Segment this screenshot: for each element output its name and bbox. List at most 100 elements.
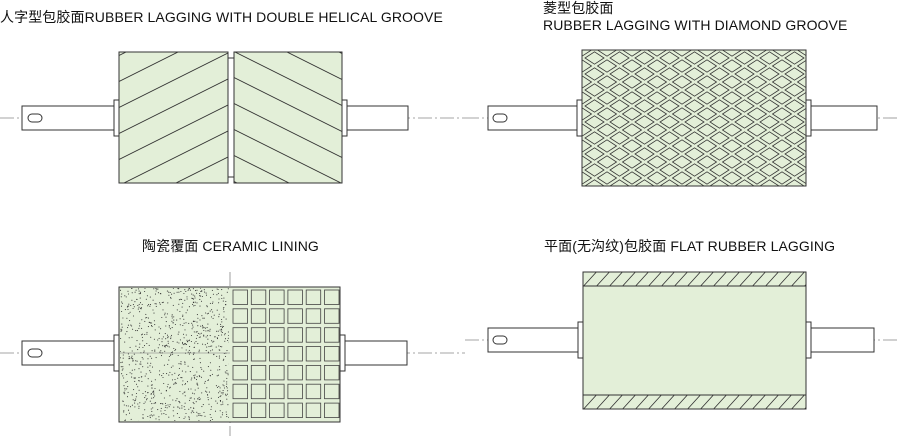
ceramic-tile [250, 346, 267, 362]
diamond-cell [784, 83, 805, 97]
ceramic-tile [324, 289, 340, 305]
diamond-cell [560, 180, 579, 192]
diamond-cell [785, 36, 804, 48]
diamond-cell [582, 155, 593, 169]
shell [118, 286, 341, 423]
diamond-cell [810, 132, 829, 144]
diamond-cell [771, 91, 793, 105]
diamond-cell [709, 115, 730, 129]
diamond-cell [684, 179, 705, 186]
diamond-cell [560, 52, 579, 64]
hub-right [339, 334, 346, 372]
ceramic-tile [287, 364, 303, 381]
diamond-cell [623, 188, 642, 200]
diamond-cell [671, 139, 693, 153]
ceramic-tile [232, 402, 248, 419]
diamond-cell [610, 36, 629, 48]
shell-left-half [118, 51, 229, 184]
diamond-cell [696, 155, 718, 169]
diamond-cell [709, 179, 730, 186]
diamond-cell [734, 179, 755, 186]
diamond-cell [596, 171, 618, 185]
ceramic-tile [287, 402, 303, 419]
diamond-cell [810, 180, 829, 192]
lagging-hatch-top [583, 272, 806, 286]
diamond-cell [734, 83, 755, 97]
diamond-cell [646, 171, 668, 185]
ceramic-tile [287, 346, 303, 362]
ceramic-tile [250, 289, 267, 305]
diamond-cell [621, 59, 643, 73]
diamond-cell [560, 84, 579, 96]
roller-flat [465, 271, 900, 410]
diamond-cell [734, 99, 755, 113]
diamond-cell [621, 107, 643, 121]
diamond-cell [621, 171, 643, 185]
diamond-cell [835, 68, 854, 80]
diamond-cell [760, 36, 779, 48]
diamond-cell [634, 131, 655, 145]
ceramic-tile [324, 364, 340, 381]
diamond-cell [584, 99, 605, 113]
diamond-cell [646, 91, 668, 105]
diamond-cell [721, 171, 743, 185]
diamond-cell [823, 76, 842, 88]
diamond-cell [582, 91, 593, 105]
hub-left [113, 99, 120, 137]
shaft-right [346, 105, 409, 131]
diamond-cell [723, 188, 742, 200]
diamond-cell [771, 155, 793, 169]
diamond-cell [634, 147, 655, 161]
diamond-cell [659, 147, 680, 161]
diamond-cell [582, 50, 593, 57]
diamond-cell [796, 139, 806, 153]
diamond-cell [696, 139, 718, 153]
ceramic-texture [120, 288, 229, 421]
diamond-cell [696, 75, 718, 89]
diamond-cell [784, 51, 805, 65]
diamond-cell [835, 180, 854, 192]
label-flat: 平面(无沟纹)包胶面 FLAT RUBBER LAGGING [544, 238, 836, 254]
ceramic-tile [305, 289, 322, 305]
lagging-hatch-bottom [583, 395, 806, 409]
diamond-cell [784, 147, 805, 161]
diamond-cell [584, 147, 605, 161]
diamond-cell [771, 171, 793, 185]
diamond-cell [721, 155, 743, 169]
diamond-cell [835, 52, 854, 64]
ceramic-tile [250, 383, 267, 400]
diamond-cell [823, 60, 842, 72]
diamond-cell [609, 163, 630, 177]
diamond-cell [835, 164, 854, 176]
diamond-cell [709, 51, 730, 65]
diamond-cell [646, 123, 668, 137]
diamond-cell [796, 171, 806, 185]
ceramic-tiles [232, 289, 340, 419]
diamond-cell [823, 188, 842, 200]
ceramic-tile [287, 327, 303, 343]
diamond-cell [609, 147, 630, 161]
diamond-cell [584, 51, 605, 65]
keyway [27, 348, 43, 358]
diamond-cell [673, 188, 692, 200]
diamond-cell [721, 107, 743, 121]
diamond-cell [609, 83, 630, 97]
diamond-cell [721, 123, 743, 137]
diamond-cell [609, 51, 630, 65]
diamond-cell [671, 171, 693, 185]
diamond-cell [823, 92, 842, 104]
diamond-cell [771, 50, 793, 57]
ceramic-tile [269, 308, 285, 324]
diamond-cell [585, 36, 604, 48]
diamond-cell [584, 115, 605, 129]
diamond-cell [659, 99, 680, 113]
hub-right [341, 99, 348, 137]
diamond-cell [621, 50, 643, 57]
diamond-cell [734, 67, 755, 81]
diamond-cell [659, 131, 680, 145]
diamond-cell [684, 99, 705, 113]
hub-left [577, 321, 584, 359]
diamond-cell [584, 83, 605, 97]
ceramic-tile [324, 327, 340, 343]
diamond-cell [660, 36, 679, 48]
